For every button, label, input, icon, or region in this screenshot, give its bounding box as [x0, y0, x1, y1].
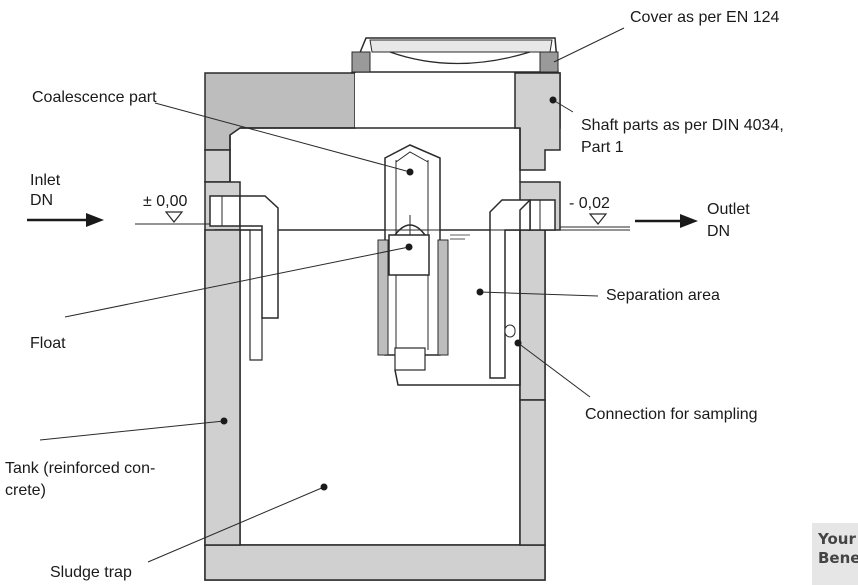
shaft-cone-left [204, 72, 356, 151]
tank-right-wall-lower [519, 399, 546, 546]
tank-label-line1: Tank (reinforced con- [5, 460, 156, 477]
outlet-label-line2: DN [707, 223, 731, 240]
tank-left-wall [204, 229, 241, 546]
tank-label-line2: crete) [5, 482, 46, 499]
tank-bottom [204, 544, 546, 581]
cover-label: Cover as per EN 124 [630, 9, 780, 26]
inlet-level-label: ± 0,00 [143, 193, 188, 210]
outlet-level-label: - 0,02 [569, 195, 610, 212]
float-body [388, 234, 430, 276]
shaft-part-left [204, 149, 231, 183]
coalescence-label: Coalescence part [32, 89, 157, 106]
inlet-level-marker [164, 211, 184, 223]
manhole-cover [350, 37, 559, 73]
benefits-box [812, 523, 858, 585]
leader-lines [39, 27, 625, 563]
outlet-level-marker [588, 213, 608, 225]
inlet-arrow [27, 213, 104, 227]
leader-dots [220, 96, 557, 491]
inlet-label-line1: Inlet [30, 172, 61, 189]
float-label: Float [30, 335, 66, 352]
shaft-label-line2: Part 1 [581, 139, 624, 156]
outlet-arrow [635, 214, 698, 228]
inlet-label-line2: DN [30, 192, 54, 209]
separation-label: Separation area [606, 287, 720, 304]
shaft-label-line1: Shaft parts as per DIN 4034, [581, 117, 784, 134]
shaft-part-right [514, 72, 561, 171]
coalescence-insert [377, 144, 449, 371]
tank-right-wall [519, 229, 546, 401]
outlet-label-line1: Outlet [707, 201, 750, 218]
inlet-pipe [209, 195, 279, 361]
benefits-heading: Your Benefits: [818, 530, 858, 567]
sampling-label: Connection for sampling [585, 406, 758, 423]
shaft-opening [355, 73, 515, 128]
sludge-label: Sludge trap [50, 564, 132, 581]
